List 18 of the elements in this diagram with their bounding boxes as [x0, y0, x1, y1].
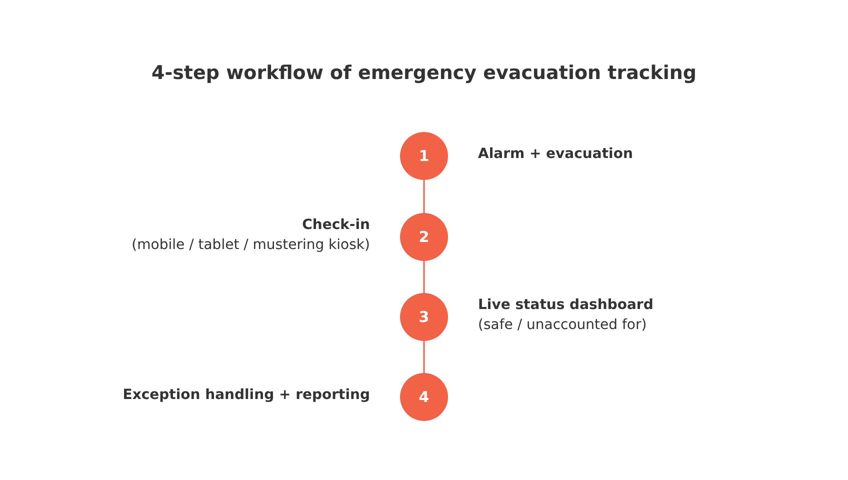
- step-number: 2: [418, 228, 430, 246]
- step-heading: Alarm + evacuation: [478, 146, 634, 162]
- connector-line: [423, 341, 425, 373]
- connector-line: [423, 180, 425, 213]
- step-heading: Check-in: [301, 217, 370, 233]
- step-detail: (safe / unaccounted for): [478, 317, 648, 333]
- step-circle: [400, 213, 448, 261]
- diagram-title: 4-step workflow of emergency evacuation tracking: [150, 62, 698, 84]
- step-heading: Exception handling + reporting: [122, 387, 370, 403]
- step-detail: (mobile / tablet / mustering kiosk): [130, 237, 370, 253]
- step-circle: [400, 132, 448, 180]
- step-heading: Live status dashboard: [478, 297, 654, 313]
- step-circle: [400, 373, 448, 421]
- step-number: 4: [418, 388, 430, 406]
- connector-line: [423, 261, 425, 293]
- step-number: 3: [418, 308, 430, 326]
- step-number: 1: [418, 147, 430, 165]
- step-circle: [400, 293, 448, 341]
